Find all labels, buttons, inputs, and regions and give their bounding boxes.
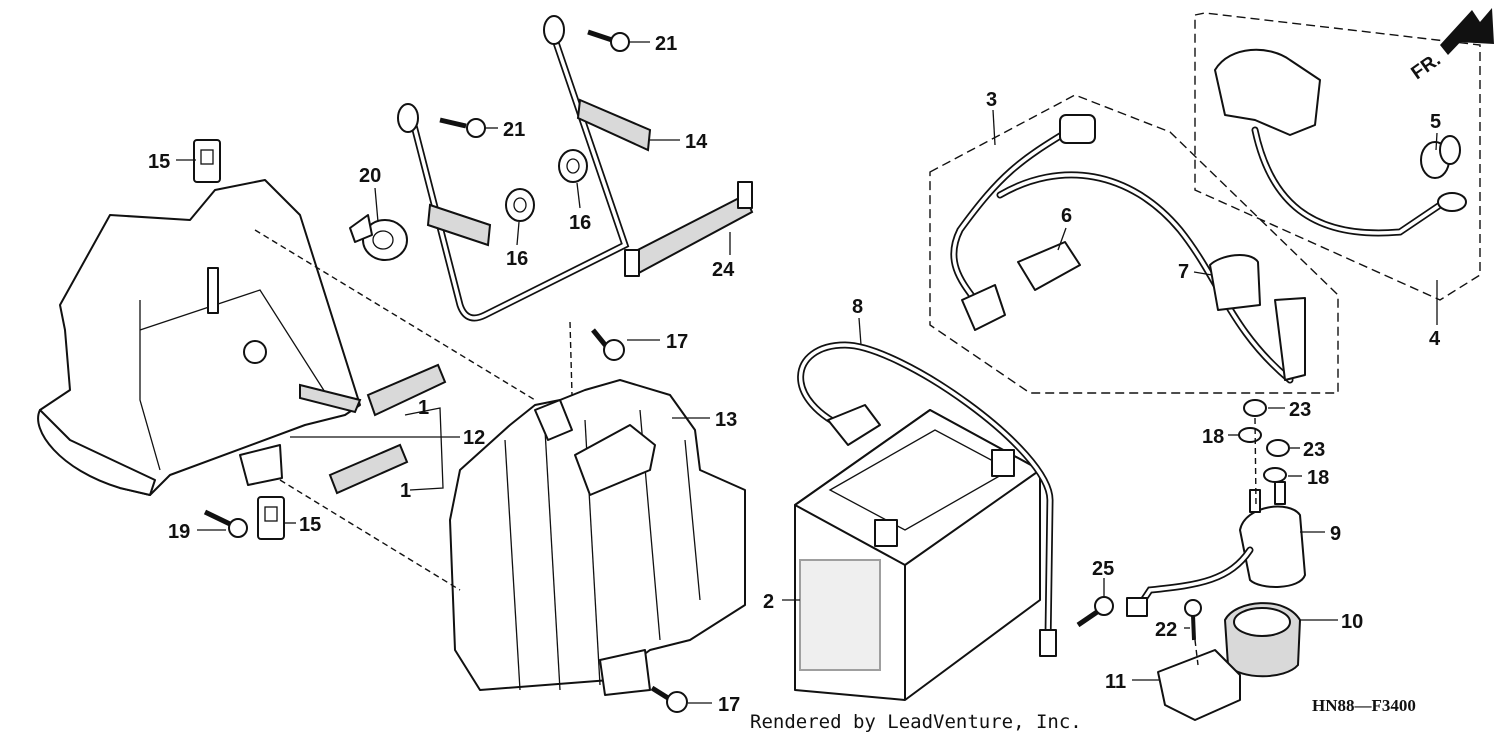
callout-22: 22: [1155, 619, 1177, 641]
relay-rubber-10: [1223, 602, 1302, 678]
callout-19: 19: [168, 521, 190, 543]
grommet-20: [349, 214, 408, 261]
rubber-strip-lower: [328, 443, 409, 495]
render-credit: Rendered by LeadVenture, Inc.: [750, 711, 1082, 733]
bolt-21-lower: [439, 117, 486, 138]
battery-band-24: [624, 181, 754, 277]
callout-10: 10: [1341, 611, 1363, 633]
callout-1-upper: 1: [418, 397, 429, 419]
callout-1-lower: 1: [400, 480, 411, 502]
callout-16-left: 16: [506, 248, 528, 270]
terminal-boot-5: [1420, 135, 1461, 179]
callout-leaders: [176, 41, 1438, 704]
clip-15-upper: [193, 139, 221, 183]
callout-5: 5: [1430, 111, 1441, 133]
callout-3: 3: [986, 89, 997, 111]
callout-12: 12: [463, 427, 485, 449]
bolt-21-upper: [587, 29, 630, 52]
callout-20: 20: [359, 165, 381, 187]
callout-16-right: 16: [569, 212, 591, 234]
relay-bracket-11: [1157, 649, 1241, 721]
callout-14: 14: [685, 131, 708, 153]
callout-15-lower: 15: [299, 514, 321, 536]
callout-18-upper: 18: [1202, 426, 1224, 448]
washer-18-lower: [1263, 467, 1287, 483]
rubber-16-left: [505, 188, 535, 222]
battery-holder-rod: [397, 15, 652, 322]
callout-23-lower: 23: [1303, 439, 1325, 461]
battery-cover: [449, 379, 746, 696]
front-arrow-label: FR.: [1408, 49, 1445, 84]
callout-23-upper: 23: [1289, 399, 1311, 421]
battery-cable-assembly-outline: [1194, 12, 1481, 301]
callout-24: 24: [712, 259, 735, 281]
callout-6: 6: [1061, 205, 1072, 227]
callout-17-upper: 17: [666, 331, 688, 353]
rubber-16-right: [558, 149, 588, 183]
wire-harness-3: [950, 114, 1306, 384]
washer-18-upper: [1238, 427, 1262, 443]
bolt-19: [203, 509, 248, 538]
relay-cap-6: [1017, 241, 1081, 291]
callout-7: 7: [1178, 261, 1189, 283]
bolt-25: [1076, 596, 1114, 628]
callout-4: 4: [1429, 328, 1441, 350]
screw-22: [1184, 599, 1202, 641]
front-direction-arrow: FR.: [1408, 8, 1494, 84]
callout-18-lower: 18: [1307, 467, 1329, 489]
nut-23-lower: [1266, 439, 1290, 457]
battery-cable-8: [797, 341, 1057, 657]
starter-relay-9: [1126, 481, 1306, 617]
callout-8: 8: [852, 296, 863, 318]
callout-25: 25: [1092, 558, 1114, 580]
callout-21-upper: 21: [655, 33, 677, 55]
harness-assembly-outline: [929, 94, 1339, 394]
callout-2: 2: [763, 591, 774, 613]
terminal-cover-7: [1209, 254, 1261, 311]
drawing-code: HN88—F3400: [1312, 696, 1416, 715]
rubber-strip-upper: [366, 363, 447, 417]
battery: [794, 409, 1041, 701]
callout-labels: 1 1 2 3 4 5 6 7 8 9 10 11 12 13 14 15 15…: [148, 33, 1441, 716]
callout-13: 13: [715, 409, 737, 431]
clip-15-lower: [257, 496, 285, 540]
callout-15-upper: 15: [148, 151, 170, 173]
battery-tray: [37, 179, 362, 496]
callout-11: 11: [1105, 671, 1126, 693]
bolt-17-upper: [591, 328, 625, 361]
callout-21-lower: 21: [503, 119, 525, 141]
callout-17-lower: 17: [718, 694, 740, 716]
bolt-17-lower: [650, 685, 688, 713]
battery-cable-assembly-4: [1214, 48, 1467, 237]
nut-23-upper: [1243, 399, 1267, 417]
callout-9: 9: [1330, 523, 1341, 545]
